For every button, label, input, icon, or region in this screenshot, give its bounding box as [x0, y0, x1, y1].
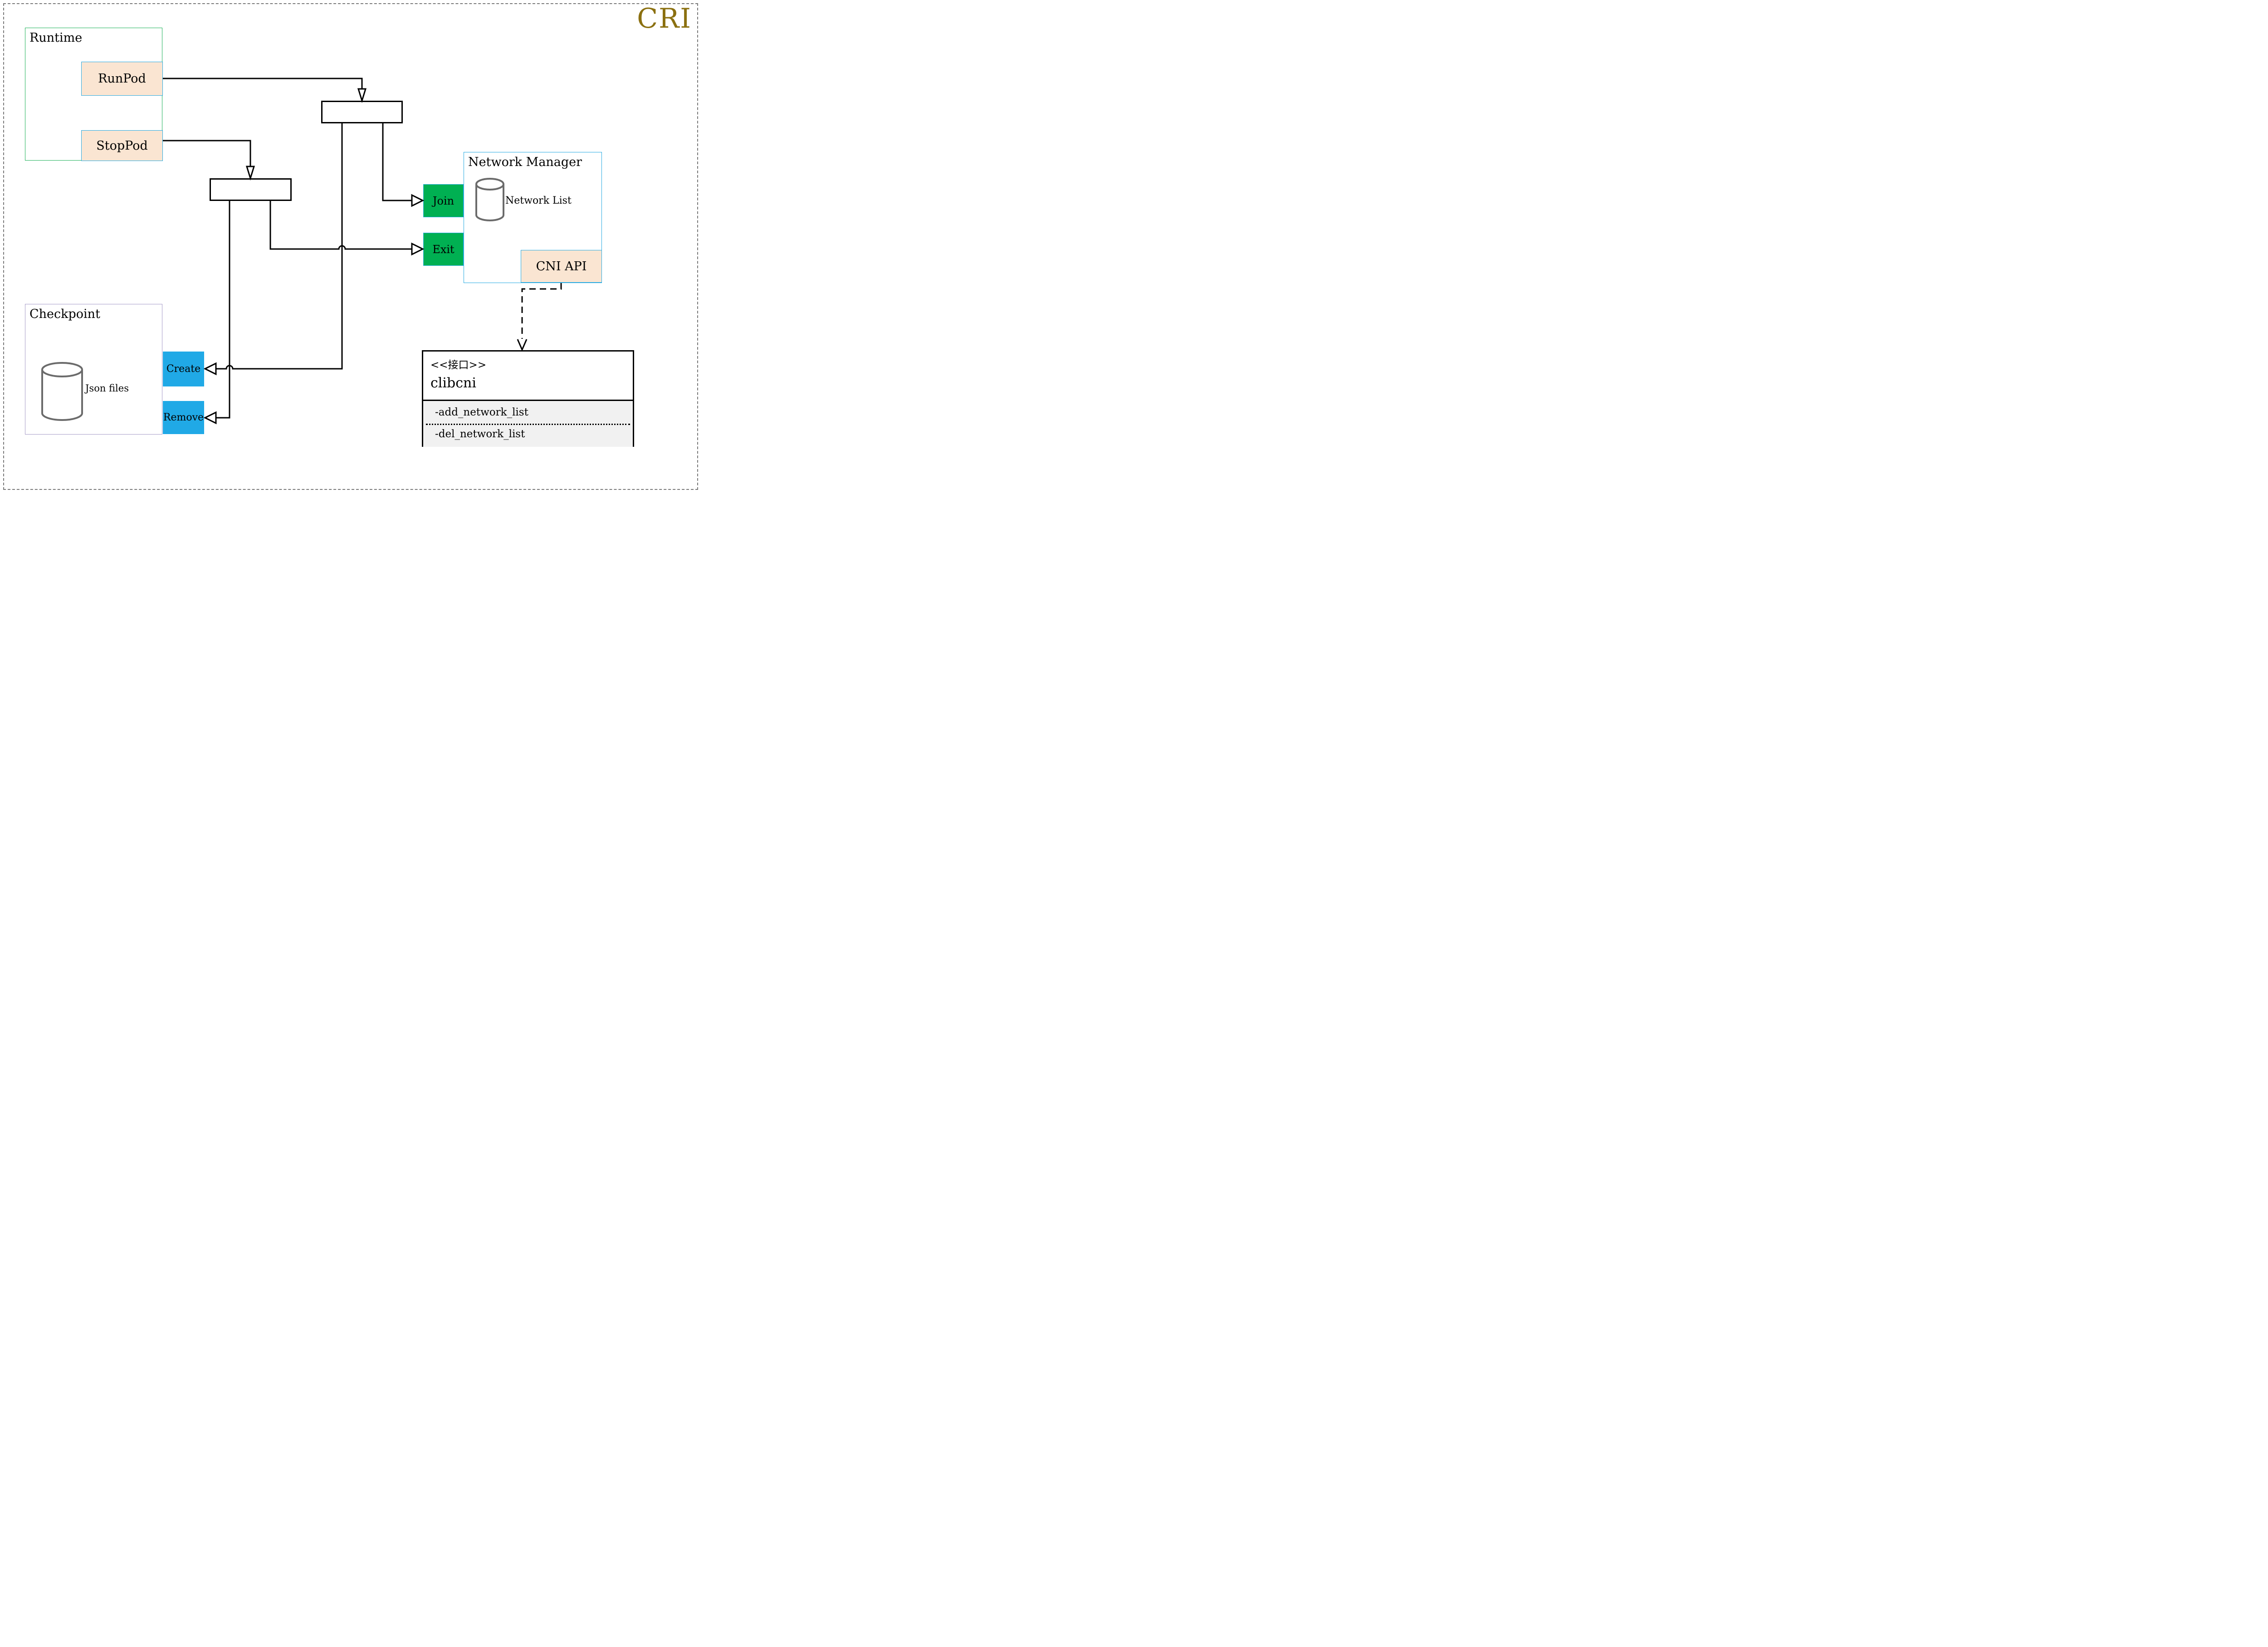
method-separator-line	[426, 424, 630, 425]
runtime-label: Runtime	[29, 31, 83, 45]
junction-box-stoppod	[210, 178, 292, 201]
network-list-label: Network List	[505, 195, 572, 206]
remove-box: Remove	[163, 401, 204, 434]
cni-api-label: CNI API	[536, 259, 587, 274]
checkpoint-label: Checkpoint	[29, 307, 100, 321]
create-box: Create	[163, 352, 204, 386]
exit-box: Exit	[423, 233, 464, 266]
stoppod-box: StopPod	[81, 130, 163, 161]
runpod-label: RunPod	[98, 72, 146, 86]
clibcni-method: -add_network_list	[435, 406, 528, 418]
database-icon	[475, 178, 505, 221]
page-dashed-border	[3, 3, 698, 490]
clibcni-method: -del_network_list	[435, 428, 525, 440]
clibcni-methods-compartment: -add_network_list -del_network_list	[423, 400, 633, 447]
cni-api-box: CNI API	[521, 250, 602, 283]
page-title: CRI	[637, 3, 692, 34]
join-box: Join	[423, 184, 464, 217]
clibcni-name: clibcni	[430, 375, 476, 391]
create-label: Create	[166, 363, 201, 375]
clibcni-title-compartment: <<接口>> clibcni	[423, 352, 633, 400]
database-icon	[41, 362, 83, 421]
network-manager-label: Network Manager	[468, 155, 582, 169]
clibcni-class-box: <<接口>> clibcni -add_network_list -del_ne…	[422, 350, 634, 447]
remove-label: Remove	[163, 412, 204, 423]
join-label: Join	[432, 194, 455, 207]
junction-box-runpod	[321, 101, 403, 123]
exit-label: Exit	[432, 243, 455, 256]
stoppod-label: StopPod	[96, 138, 148, 153]
clibcni-stereotype: <<接口>>	[430, 359, 487, 371]
json-files-label: Json files	[85, 383, 129, 394]
runpod-box: RunPod	[81, 62, 163, 96]
